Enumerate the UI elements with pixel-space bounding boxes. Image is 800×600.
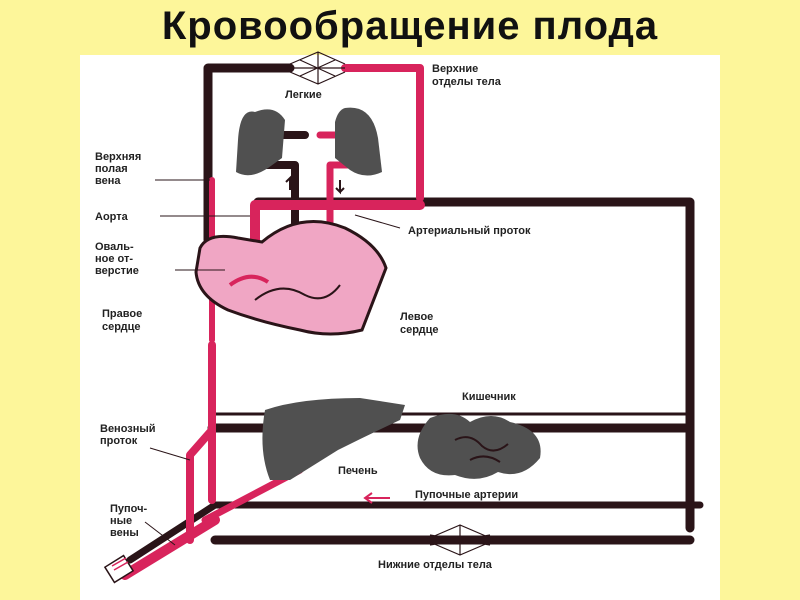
label-right-heart-line1: Правое (102, 308, 142, 320)
label-umbilical-veins-line1: Пупоч- (110, 503, 147, 515)
label-upper-body: Верхние отделы тела (432, 63, 502, 88)
label-left-heart: Левое сердце (400, 311, 439, 336)
liver-shape (262, 398, 405, 480)
ductus-venosus-leader-line (149, 447, 191, 461)
upper-body-dark-vessel (203, 63, 295, 245)
upper-capillary-net (289, 51, 346, 85)
umbilical-vein-vessel (120, 515, 220, 580)
label-umbilical-veins-line3: вены (110, 527, 139, 539)
heart-shape (194, 220, 388, 336)
intestine-shape (417, 413, 541, 479)
label-svc-line2: полая (95, 163, 128, 175)
label-umbilical-arteries: Пупочные артерии (415, 489, 518, 501)
ductus-arteriosus-leader-line (354, 214, 401, 229)
label-umbilical-veins-line2: ные (110, 515, 132, 527)
label-right-heart: Правое сердце (102, 308, 142, 333)
slide-title: Кровообращение плода (161, 4, 659, 48)
right-lung-shape (335, 107, 382, 176)
heart-flow-arrow (228, 274, 270, 287)
upper-body-red-vessel (341, 64, 424, 202)
label-foramen-ovale: Оваль- ное от- верстие (95, 241, 139, 277)
label-svc-line3: вена (95, 175, 121, 187)
intestine-coils (454, 436, 509, 463)
ductus-venosus-vessel (186, 426, 216, 544)
lung-arrow-up (285, 175, 295, 190)
label-ductus-arteriosus: Артериальный проток (408, 225, 531, 237)
label-foramen-line2: ное от- (95, 253, 133, 265)
label-intestine: Кишечник (462, 391, 516, 403)
umbilical-vein-leader-line (144, 521, 176, 546)
umbilical-arrow (363, 492, 390, 504)
label-lungs: Легкие (285, 89, 322, 101)
lung-arrow-down (335, 180, 345, 195)
lower-capillary-net (424, 524, 496, 556)
label-ductus-venosus-line2: проток (100, 435, 138, 447)
interventricular-septum (254, 284, 341, 301)
label-left-heart-line2: сердце (400, 324, 439, 336)
label-upper-body-line2: отделы тела (432, 76, 502, 88)
left-lung-shape (236, 109, 285, 176)
label-svc-line1: Верхняя (95, 151, 141, 163)
label-superior-vena-cava: Верхняя полая вена (95, 151, 141, 187)
label-lower-body: Нижние отделы тела (378, 559, 493, 571)
placenta-icon (103, 554, 135, 584)
label-ductus-venosus-line1: Венозный (100, 423, 156, 435)
label-ductus-venosus: Венозный проток (100, 423, 156, 447)
label-left-heart-line1: Левое (400, 311, 433, 323)
label-right-heart-line2: сердце (102, 321, 141, 333)
label-foramen-line1: Оваль- (95, 241, 134, 253)
label-upper-body-line1: Верхние (432, 63, 478, 75)
label-foramen-line3: верстие (95, 265, 139, 277)
label-umbilical-veins: Пупоч- ные вены (110, 503, 147, 539)
umbilical-artery-vessel (126, 501, 704, 564)
label-aorta: Аорта (95, 211, 129, 223)
label-liver: Печень (338, 465, 378, 477)
